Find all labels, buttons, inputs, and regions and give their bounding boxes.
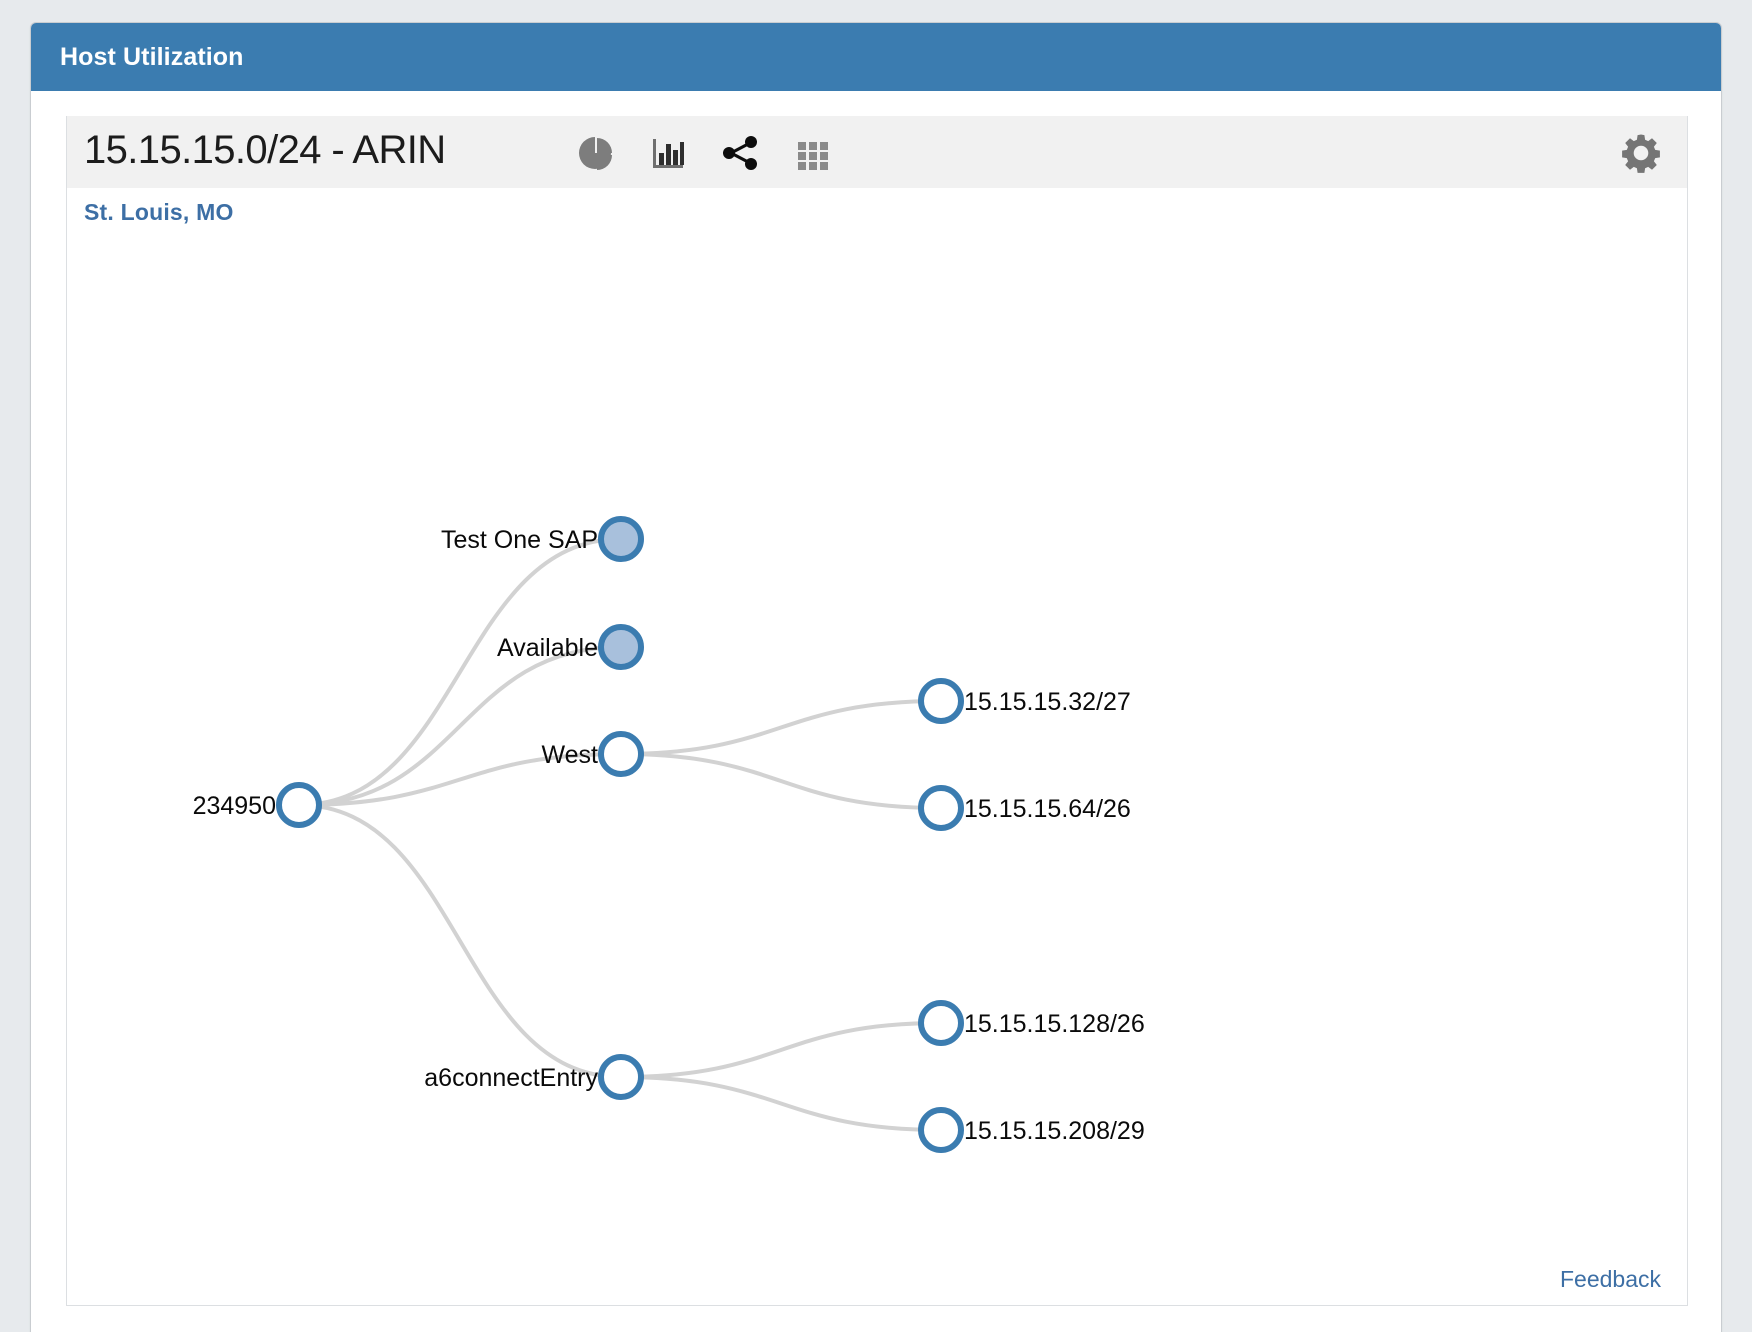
panel-header: Host Utilization: [31, 23, 1721, 91]
tree-node-circle[interactable]: [918, 678, 964, 724]
tree-node[interactable]: 15.15.15.128/26: [918, 1000, 1145, 1046]
network-detail-card: 15.15.15.0/24 - ARIN: [66, 116, 1688, 1306]
tree-node-label: 15.15.15.208/29: [964, 1117, 1145, 1145]
tree-node[interactable]: a6connectEntry: [424, 1054, 644, 1100]
tree-node-circle[interactable]: [598, 1054, 644, 1100]
tree-node-label: West: [542, 741, 599, 769]
tree-node-label: Test One SAP: [441, 526, 598, 554]
tree-link: [620, 1021, 942, 1079]
tree-link: [298, 537, 622, 807]
tree-node[interactable]: Available: [497, 624, 644, 670]
tree-links: [298, 537, 942, 1132]
tree-node-label: 234950: [193, 792, 276, 820]
tree-node-label: 15.15.15.64/26: [964, 795, 1131, 823]
view-mode-toolbar: [575, 130, 833, 176]
tree-link: [620, 752, 942, 810]
tree-node[interactable]: West: [542, 731, 644, 777]
tree-node-circle[interactable]: [276, 782, 322, 828]
tree-link: [620, 1075, 942, 1132]
host-utilization-panel: Host Utilization 15.15.15.0/24 - ARIN: [30, 22, 1722, 1332]
bar-chart-icon[interactable]: [647, 132, 689, 174]
tree-link: [620, 699, 942, 756]
tree-node-circle[interactable]: [598, 624, 644, 670]
location-link[interactable]: St. Louis, MO: [84, 199, 234, 225]
tree-node-circle[interactable]: [598, 516, 644, 562]
tree-link: [298, 645, 622, 807]
tree-node-circle[interactable]: [598, 731, 644, 777]
tree-node-label: 15.15.15.32/27: [964, 688, 1131, 716]
card-toolbar: 15.15.15.0/24 - ARIN: [67, 116, 1687, 188]
share-network-icon[interactable]: [719, 132, 761, 174]
tree-node[interactable]: 15.15.15.208/29: [918, 1107, 1145, 1153]
panel-title: Host Utilization: [60, 43, 244, 71]
tree-node-label: a6connectEntry: [424, 1064, 598, 1092]
tree-node-label: Available: [497, 634, 598, 662]
tree-node[interactable]: Test One SAP: [441, 516, 644, 562]
tree-link: [298, 752, 622, 807]
tree-node[interactable]: 15.15.15.64/26: [918, 785, 1131, 831]
gear-icon[interactable]: [1617, 130, 1665, 176]
tree-node-circle[interactable]: [918, 1000, 964, 1046]
tree-node[interactable]: 15.15.15.32/27: [918, 678, 1131, 724]
tree-link: [298, 803, 622, 1079]
tree-node[interactable]: 234950: [193, 782, 322, 828]
tree-node-circle[interactable]: [918, 1107, 964, 1153]
pie-chart-icon[interactable]: [575, 132, 617, 174]
feedback-link[interactable]: Feedback: [1559, 1266, 1661, 1292]
tree-node-circle[interactable]: [918, 785, 964, 831]
page-title: 15.15.15.0/24 - ARIN: [84, 128, 446, 172]
tree-node-label: 15.15.15.128/26: [964, 1010, 1145, 1038]
grid-icon[interactable]: [791, 132, 833, 174]
